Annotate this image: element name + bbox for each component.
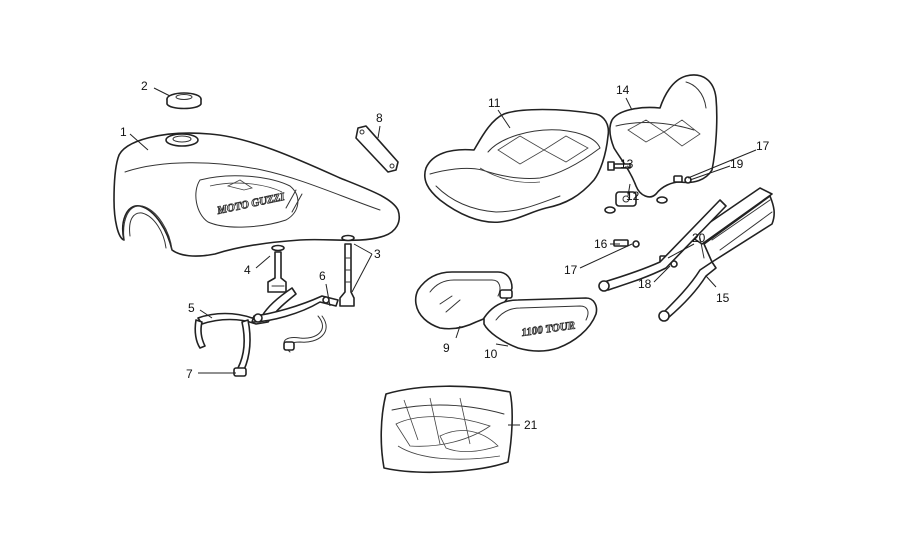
callout-20: 20 xyxy=(692,231,706,245)
callout-labels: 1 2 3 4 5 6 7 8 9 10 11 12 13 14 15 16 1… xyxy=(120,79,770,432)
callout-13: 13 xyxy=(620,157,634,171)
pillion-seat xyxy=(604,74,718,214)
callout-21: 21 xyxy=(524,418,538,432)
leader-lines xyxy=(129,87,757,426)
callout-10: 10 xyxy=(484,347,498,361)
callout-7: 7 xyxy=(186,367,193,381)
callout-9: 9 xyxy=(443,341,450,355)
callout-8: 8 xyxy=(376,111,383,125)
fuel-tank: MOTO GUZZI xyxy=(113,132,400,257)
callout-1: 1 xyxy=(120,125,127,139)
callout-11: 11 xyxy=(488,96,501,110)
callout-4: 4 xyxy=(244,263,251,277)
side-cover-right: 1100 TOUR xyxy=(483,297,598,352)
fuel-hoses xyxy=(194,287,339,377)
callout-18: 18 xyxy=(638,277,652,291)
tank-cover xyxy=(380,385,513,474)
callout-14: 14 xyxy=(616,83,630,97)
callout-15: 15 xyxy=(716,291,730,305)
callout-12: 12 xyxy=(626,189,640,203)
fuel-tap-right xyxy=(339,234,355,307)
luggage-rack xyxy=(598,187,775,322)
callout-17a: 17 xyxy=(564,263,578,277)
callout-5: 5 xyxy=(188,301,195,315)
callout-16: 16 xyxy=(594,237,608,251)
callout-2: 2 xyxy=(141,79,148,93)
tank-bracket xyxy=(355,125,399,173)
callout-19: 19 xyxy=(730,157,744,171)
callout-17b: 17 xyxy=(756,139,770,153)
fuel-tap-left xyxy=(267,244,287,293)
filler-cap xyxy=(166,92,202,110)
seat xyxy=(424,108,610,224)
callout-3: 3 xyxy=(374,247,381,261)
callout-6: 6 xyxy=(319,269,326,283)
